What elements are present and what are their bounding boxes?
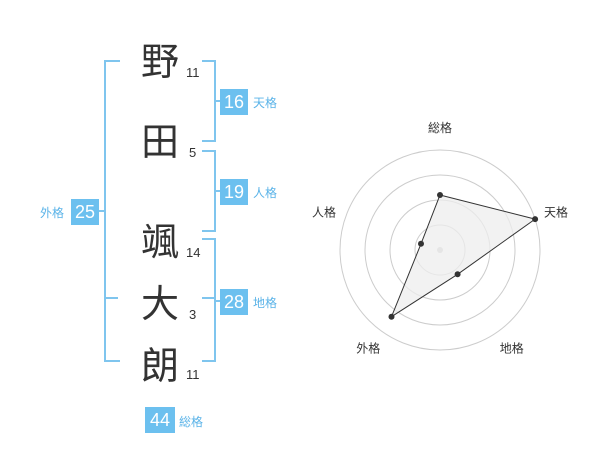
gaikaku-bracket-connector	[97, 210, 105, 212]
stroke-count-4: 3	[189, 307, 197, 322]
radar-axis-label-5: 人格	[312, 204, 336, 219]
name-char-1: 野	[140, 40, 179, 84]
radar-point-4	[388, 313, 395, 320]
jinkaku-value-badge: 19	[220, 179, 248, 205]
chikaku-bracket-tick	[202, 297, 214, 299]
name-char-3: 颯	[140, 220, 179, 264]
radar-axis-label-3: 地格	[500, 341, 524, 356]
radar-axis-label-2: 天格	[544, 204, 568, 219]
radar-point-3	[454, 271, 461, 278]
jinkaku-label: 人格	[253, 186, 278, 200]
stroke-count-1: 11	[186, 65, 200, 80]
tenkaku-value-badge: 16	[220, 89, 248, 115]
gaikaku-label: 外格	[40, 206, 65, 220]
chikaku-bracket-connector	[214, 300, 220, 302]
jinkaku-bracket-connector	[214, 190, 220, 192]
gaikaku-value-badge: 25	[71, 199, 99, 225]
radar-point-2	[532, 216, 539, 223]
gaikaku-bracket	[104, 60, 120, 362]
chikaku-label: 地格	[253, 296, 278, 310]
stroke-count-5: 11	[186, 367, 200, 382]
tenkaku-label: 天格	[253, 96, 278, 110]
radar-grid-ring-4	[339, 149, 541, 351]
tenkaku-bracket-connector	[214, 100, 220, 102]
name-char-2: 田	[140, 120, 179, 164]
radar-point-1	[437, 192, 443, 198]
name-char-4: 大	[140, 282, 179, 326]
stroke-count-3: 14	[186, 245, 201, 260]
stroke-count-2: 5	[189, 145, 197, 160]
chikaku-value-badge: 28	[220, 289, 248, 315]
radar-axis-label-4: 外格	[356, 341, 380, 356]
name-char-5: 朗	[140, 344, 179, 388]
radar-axis-label-1: 総格	[428, 120, 452, 135]
radar-data-area	[390, 194, 537, 318]
radar-grid-ring-3	[364, 174, 516, 326]
gaikaku-bracket-tick	[104, 297, 118, 299]
radar-point-5	[418, 240, 424, 247]
soukaku-label: 総格	[179, 415, 204, 429]
soukaku-value-badge: 44	[145, 407, 175, 433]
